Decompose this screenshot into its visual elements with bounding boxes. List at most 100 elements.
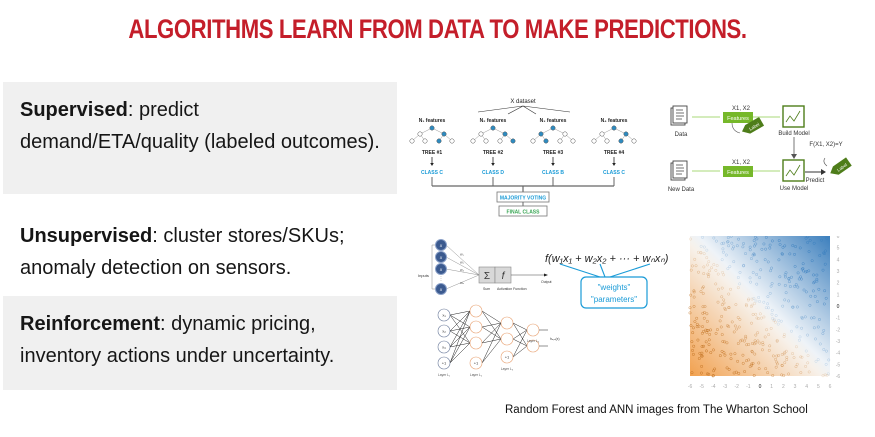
data-point xyxy=(714,239,718,243)
data-point xyxy=(761,341,765,345)
data-point xyxy=(774,314,778,318)
unsupervised-text: : cluster stores/SKUs; anomaly detection… xyxy=(20,225,345,279)
data-point xyxy=(741,361,745,365)
label-tag-text: Label xyxy=(748,122,760,132)
data-point xyxy=(712,348,715,352)
function-label: F(X1, X2)=Y xyxy=(809,142,842,148)
data-point xyxy=(732,245,736,249)
data-point xyxy=(752,244,756,248)
data-point xyxy=(705,349,708,353)
data-point xyxy=(723,353,727,357)
data-point xyxy=(822,329,826,332)
data-point xyxy=(701,292,705,295)
data-point xyxy=(801,267,805,270)
tree-class: CLASS D xyxy=(482,170,504,176)
data-point xyxy=(764,306,768,310)
data-point xyxy=(817,287,821,291)
data-point xyxy=(780,363,784,367)
layer-label: Layer L₄ xyxy=(527,339,540,343)
data-point xyxy=(729,236,733,238)
data-point xyxy=(780,252,784,256)
data-point xyxy=(720,303,724,307)
data-point xyxy=(815,273,819,277)
data-point xyxy=(766,260,770,264)
data-point xyxy=(772,318,776,322)
data-point xyxy=(758,299,761,303)
data-point xyxy=(748,245,752,249)
data-point xyxy=(785,358,789,362)
data-point xyxy=(808,238,812,242)
data-point xyxy=(818,318,821,321)
data-point xyxy=(727,325,731,329)
data-point xyxy=(763,335,767,339)
x-tick-label: 1 xyxy=(770,384,773,390)
data-point xyxy=(779,319,783,323)
x-tick-label: -5 xyxy=(699,384,704,390)
dataset-label: X dataset xyxy=(510,99,536,105)
data-point xyxy=(712,263,716,267)
y-tick-label: 2 xyxy=(837,281,840,287)
sum-symbol: Σ xyxy=(484,271,490,282)
data-point xyxy=(692,344,696,348)
data-point xyxy=(804,349,808,353)
data-point xyxy=(730,241,734,245)
tree-features-label: N₁ features xyxy=(419,118,446,124)
data-point xyxy=(699,354,703,358)
x-tick-label: -2 xyxy=(734,384,739,390)
data-point xyxy=(781,245,785,249)
input-node-label: x xyxy=(439,267,443,272)
data-point xyxy=(768,344,772,348)
data-point xyxy=(733,352,737,356)
data-point xyxy=(807,250,811,254)
data-point xyxy=(707,275,710,279)
data-point xyxy=(798,335,802,339)
data-point xyxy=(747,358,751,362)
data-point xyxy=(807,370,811,374)
data-point xyxy=(755,237,759,241)
data-point xyxy=(717,287,720,291)
data-point xyxy=(706,263,709,267)
data-point xyxy=(778,243,782,246)
data-point xyxy=(787,277,791,281)
data-point xyxy=(700,345,704,348)
data-point xyxy=(726,267,730,271)
data-point xyxy=(703,305,707,308)
data-point xyxy=(714,331,718,335)
data-point xyxy=(759,268,763,272)
bias-label: +1 xyxy=(505,355,510,360)
final-class-box xyxy=(498,205,548,217)
data-point xyxy=(755,259,759,263)
data-point xyxy=(696,338,700,342)
weight-label: w₃ xyxy=(460,268,465,272)
data-point xyxy=(699,251,703,255)
data-point xyxy=(689,237,692,241)
tree-node xyxy=(538,131,544,137)
data-point xyxy=(814,359,818,363)
data-point xyxy=(827,358,831,362)
data-point xyxy=(783,273,787,277)
tree-name: TREE #2 xyxy=(483,150,504,156)
data-point xyxy=(719,325,723,329)
data-point xyxy=(794,345,798,349)
data-point xyxy=(766,371,770,375)
data-point xyxy=(770,282,774,285)
data-point xyxy=(721,247,725,251)
data-point xyxy=(758,341,762,345)
data-point xyxy=(721,250,725,254)
data-point xyxy=(731,247,735,251)
data-point xyxy=(821,374,825,378)
image-credit-caption: Random Forest and ANN images from The Wh… xyxy=(505,404,808,416)
y-tick-label: 3 xyxy=(837,269,840,275)
reinforcement-panel: Reinforcement: dynamic pricing, inventor… xyxy=(3,296,397,390)
tree-node xyxy=(417,131,423,137)
data-point xyxy=(699,244,703,248)
data-point xyxy=(822,348,826,351)
data-point xyxy=(728,265,732,269)
features-box-top xyxy=(723,112,753,123)
layer2-node xyxy=(469,304,483,318)
data-point xyxy=(751,253,755,257)
data-point xyxy=(705,372,709,376)
data-point xyxy=(777,354,781,357)
data-point xyxy=(814,337,817,341)
